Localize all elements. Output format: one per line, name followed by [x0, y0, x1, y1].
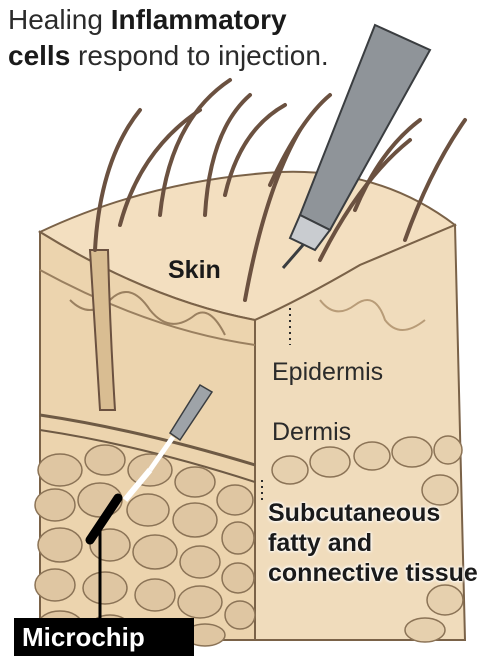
injection-caption: Healing Inflammatory cells respond to in…	[8, 2, 348, 74]
skin-label: Skin	[168, 256, 221, 284]
microchip-label: Microchip	[14, 618, 194, 656]
epidermis-label: Epidermis	[272, 358, 383, 386]
caption-text-2: respond to injection.	[70, 40, 328, 71]
dermis-label: Dermis	[272, 418, 351, 446]
subcutaneous-label: Subcutaneous fatty and connective tissue	[268, 498, 496, 588]
caption-text-1: Healing	[8, 4, 111, 35]
